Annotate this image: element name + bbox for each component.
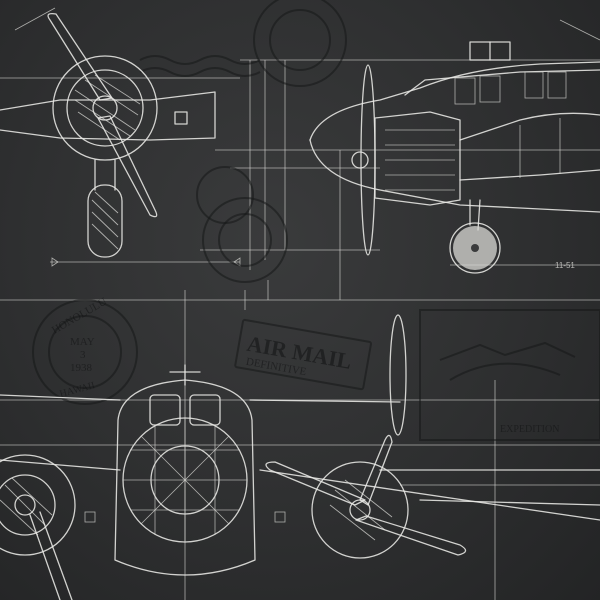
airmail-stamp: AIR MAIL DEFINITIVE — [234, 318, 372, 391]
postmark-month: MAY — [70, 336, 95, 348]
front-view-large-plane — [0, 314, 600, 600]
postmark-city: HONOLULU — [50, 296, 109, 337]
front-view-plane — [0, 12, 216, 258]
side-view-plane: 11-51 — [309, 41, 600, 274]
postmark-honolulu: HONOLULU MAY 3 1938 HAWAII — [32, 296, 138, 405]
postmark-day: 3 — [80, 349, 86, 361]
postmark-middle — [196, 166, 288, 283]
postmark-year: 1938 — [70, 362, 93, 374]
stamp-right: EXPEDITION — [419, 309, 600, 441]
expedition-label: EXPEDITION — [500, 424, 559, 435]
postmark-top — [139, 0, 347, 87]
dimension-label: 11-51 — [555, 261, 575, 270]
